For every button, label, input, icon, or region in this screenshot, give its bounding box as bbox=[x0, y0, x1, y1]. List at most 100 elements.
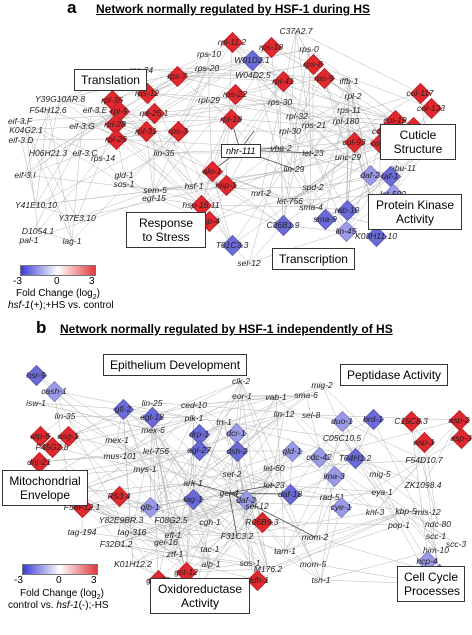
network-edge bbox=[151, 416, 159, 581]
network-edge bbox=[331, 491, 383, 498]
hub-nhr-111: nhr-111 bbox=[221, 144, 261, 158]
network-edge bbox=[35, 125, 83, 206]
gene-label: hcp-4 bbox=[416, 556, 438, 566]
network-edge bbox=[165, 519, 172, 543]
network-edge bbox=[25, 129, 78, 219]
gene-label: lag-1 bbox=[62, 236, 82, 246]
gene-label: isw-1 bbox=[26, 398, 46, 408]
network-edge bbox=[24, 92, 148, 176]
hub-edge bbox=[228, 492, 291, 495]
gene-label: col-133 bbox=[417, 103, 445, 113]
network-edge bbox=[131, 468, 146, 533]
gene-label: clk-2 bbox=[232, 376, 250, 386]
network-edge bbox=[279, 101, 284, 226]
network-edge bbox=[236, 511, 376, 537]
network-edge bbox=[192, 450, 293, 484]
gene-label: mus-101 bbox=[103, 451, 137, 461]
network-edge bbox=[25, 129, 39, 232]
legend-b-gradient bbox=[22, 564, 98, 575]
network-edge bbox=[312, 142, 381, 154]
gene-label: dcr-1 bbox=[226, 428, 246, 438]
network-edge bbox=[131, 505, 258, 533]
network-edge bbox=[35, 109, 49, 206]
network-edge bbox=[170, 499, 247, 521]
network-edge bbox=[341, 420, 428, 562]
gene-label: R53.4 bbox=[107, 491, 131, 501]
network-edge bbox=[176, 74, 254, 77]
network-edge bbox=[209, 521, 269, 570]
network-edge bbox=[149, 506, 176, 555]
gene-label: col-117 bbox=[406, 88, 434, 98]
gene-label: mys-1 bbox=[133, 464, 157, 474]
gene-label: hsf-1 bbox=[184, 181, 204, 191]
gene-label: efl-1 bbox=[164, 530, 182, 540]
gene-label: gfi-2 bbox=[114, 404, 132, 414]
gene-label: tag-316 bbox=[117, 527, 147, 537]
gene-label: mom-2 bbox=[301, 532, 329, 542]
network-edge bbox=[114, 53, 210, 125]
network-edge bbox=[185, 568, 269, 573]
network-edge bbox=[122, 408, 174, 536]
gene-label: ark-1 bbox=[183, 478, 203, 488]
gene-label: let-23 bbox=[263, 480, 285, 490]
network-edge bbox=[314, 496, 333, 538]
network-edge bbox=[67, 402, 153, 437]
network-edge bbox=[114, 118, 232, 125]
gene-label: F58F12.1 bbox=[63, 502, 101, 512]
gene-label: rpl-32 bbox=[286, 111, 308, 121]
network-edge bbox=[405, 510, 437, 551]
network-edge bbox=[279, 101, 381, 144]
gene-label: hsp-16.11 bbox=[182, 200, 220, 210]
gene-label: lin-35 bbox=[153, 148, 175, 158]
network-edge bbox=[296, 115, 396, 121]
network-edge bbox=[69, 482, 194, 494]
gene-label: sma-4 bbox=[299, 202, 323, 212]
network-edge bbox=[192, 394, 307, 484]
network-edge bbox=[248, 224, 284, 264]
gene-label: sem-5 bbox=[143, 185, 167, 195]
network-edge bbox=[132, 553, 176, 565]
gene-label: aldh-1 bbox=[245, 575, 269, 585]
gene-label: mis-12 bbox=[415, 507, 441, 517]
legend-a-tick-mid: 0 bbox=[54, 276, 60, 287]
network-edge bbox=[115, 543, 176, 555]
network-edge bbox=[192, 380, 242, 500]
gene-label: tac-1 bbox=[200, 544, 220, 554]
gene-label: spd-2 bbox=[302, 182, 324, 192]
gene-label: rps-9 bbox=[314, 73, 334, 83]
category-response-to-stress: Response to Stress bbox=[126, 212, 206, 248]
gene-label: gld-1 bbox=[282, 446, 302, 456]
gene-label: gst-12 bbox=[174, 567, 198, 577]
gene-label: F08G2.5 bbox=[154, 515, 188, 525]
gene-label: let-60 bbox=[263, 463, 285, 473]
gene-label: sel-8 bbox=[301, 410, 321, 420]
gene-label: let-756 bbox=[277, 196, 303, 206]
network-edge bbox=[374, 459, 425, 513]
network-edge bbox=[251, 59, 396, 121]
network-edge bbox=[115, 519, 122, 545]
gene-label: knl-3 bbox=[365, 507, 385, 517]
legend-a-tick-low: -3 bbox=[13, 276, 22, 287]
gene-label: T04H1.2 bbox=[338, 453, 372, 463]
gene-label: ZK1098.4 bbox=[404, 480, 442, 490]
gene-label: rpl-30 bbox=[279, 126, 301, 136]
network-edge bbox=[348, 80, 371, 176]
gene-label: rpl-2 bbox=[344, 91, 362, 101]
gene-label: lag-1 bbox=[183, 494, 203, 504]
network-edge bbox=[310, 120, 347, 208]
network-edge bbox=[47, 109, 165, 154]
network-edge bbox=[289, 77, 325, 132]
network-edge bbox=[35, 185, 195, 206]
network-edge bbox=[25, 123, 116, 131]
gene-label: egl-15 bbox=[142, 193, 166, 203]
network-edge bbox=[192, 498, 342, 508]
gene-label: mex-1 bbox=[105, 435, 129, 445]
gene-label: mig-5 bbox=[369, 469, 391, 479]
network-edge bbox=[345, 174, 371, 232]
gene-label: hsp-1 bbox=[215, 180, 237, 190]
gene-label: gld-1 bbox=[114, 170, 134, 180]
gene-label: rpl-41 bbox=[272, 76, 294, 86]
network-edge bbox=[176, 75, 232, 120]
hub-edge bbox=[192, 482, 230, 494]
network-edge bbox=[405, 510, 457, 545]
